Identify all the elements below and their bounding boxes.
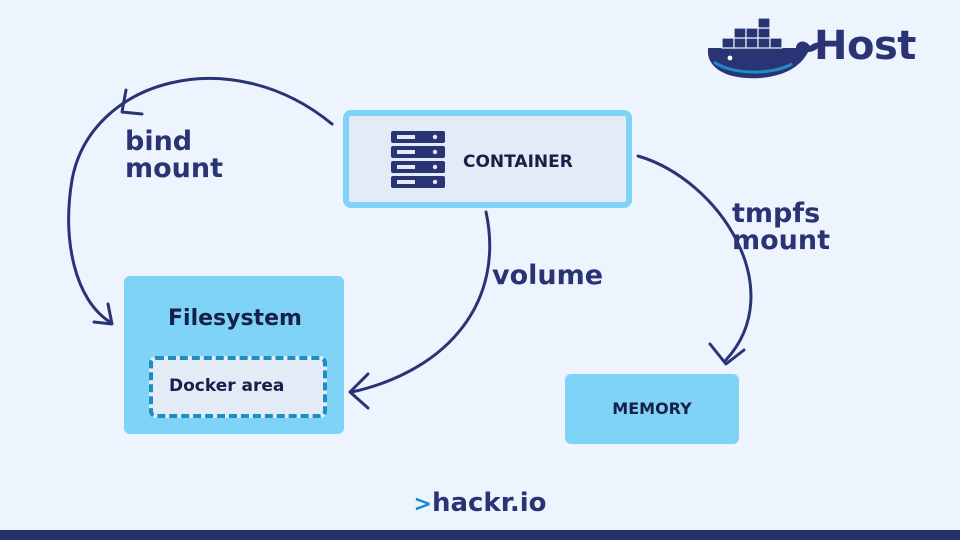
tmpfs-mount-arrow xyxy=(636,154,753,362)
docker-area-box: Docker area xyxy=(149,356,327,418)
container-box: CONTAINER xyxy=(343,110,632,208)
filesystem-box: Filesystem Docker area xyxy=(124,276,344,434)
server-rack-icon xyxy=(391,131,445,188)
volume-arrow-head xyxy=(348,372,370,410)
docker-area-label: Docker area xyxy=(169,376,285,396)
bind-mount-arrow xyxy=(67,77,334,324)
brand-chevron: > xyxy=(413,492,432,517)
brand-name: hackr.io xyxy=(431,488,547,518)
tmpfs-mount-line1: tmpfs xyxy=(732,198,821,229)
container-label: CONTAINER xyxy=(463,152,573,172)
bind-mount-label: bind mount xyxy=(125,128,265,182)
volume-arrow xyxy=(350,210,492,394)
bottom-bar xyxy=(0,530,960,540)
memory-label: MEMORY xyxy=(612,399,692,418)
tmpfs-mount-label: tmpfs mount xyxy=(732,200,872,254)
bind-mount-arrow-head xyxy=(120,88,144,116)
tmpfs-mount-line2: mount xyxy=(732,225,831,256)
tmpfs-mount-arrow-head xyxy=(708,342,746,366)
bind-mount-line2: mount xyxy=(125,153,224,184)
filesystem-label: Filesystem xyxy=(168,306,302,331)
docker-whale-icon xyxy=(708,18,822,79)
bind-mount-arrow-tail-head xyxy=(92,302,114,326)
volume-label: volume xyxy=(492,260,604,291)
bind-mount-line1: bind xyxy=(125,126,193,157)
memory-box: MEMORY xyxy=(565,374,739,444)
hackr-logo: >hackr.io xyxy=(380,488,580,522)
host-label: Host xyxy=(814,23,916,69)
